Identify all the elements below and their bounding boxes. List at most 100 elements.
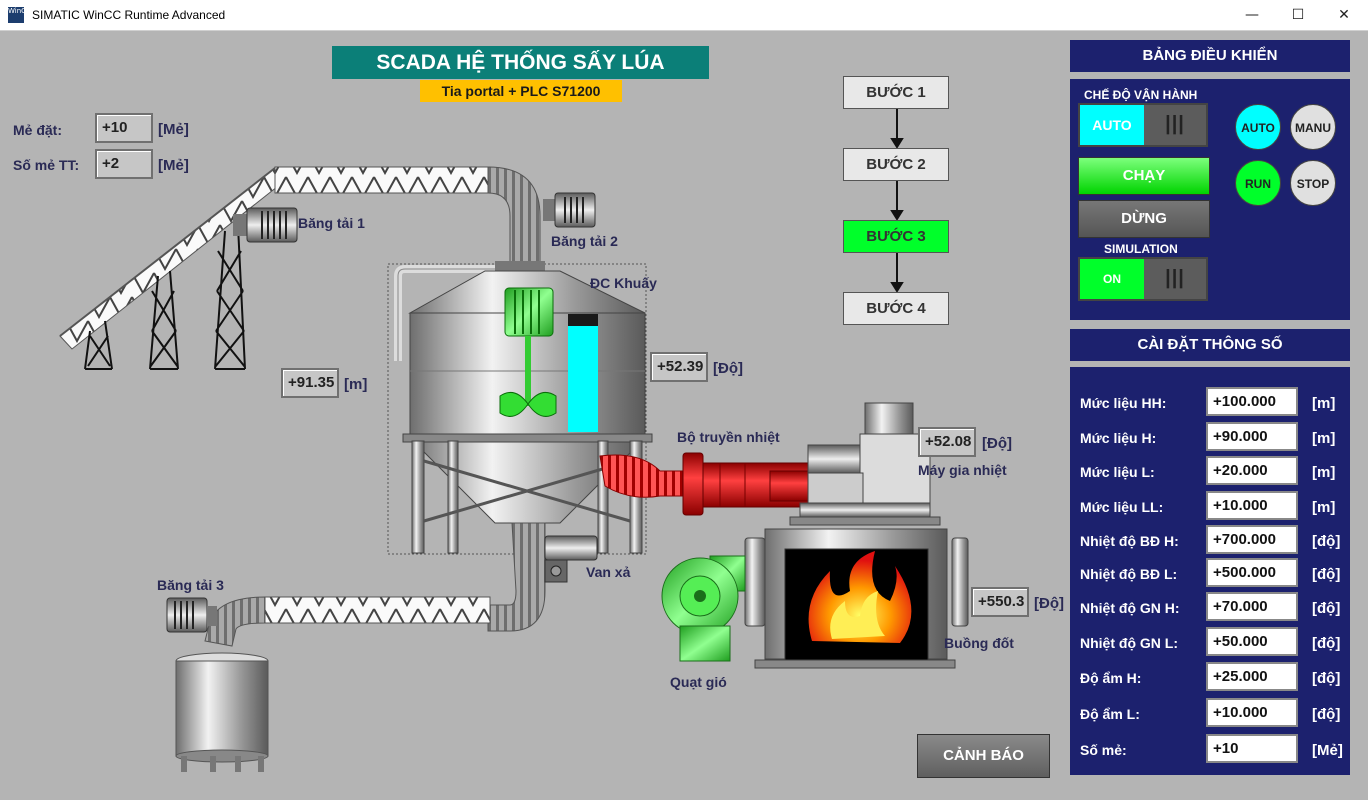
fan-graphic (661, 555, 746, 662)
step-2-box: BƯỚC 2 (843, 148, 949, 181)
auto-indicator: AUTO (1235, 104, 1281, 150)
stop-indicator: STOP (1290, 160, 1336, 206)
heater-temp-unit: [Độ] (982, 435, 1012, 452)
param-value-field[interactable]: +500.000 (1206, 558, 1298, 587)
step-arrows (890, 109, 904, 293)
batch-setpoint-label: Mẻ đặt: (13, 122, 62, 138)
motor-conveyor-3 (166, 597, 217, 633)
param-label: Nhiệt độ GN L: (1080, 635, 1178, 651)
storage-tank-graphic (175, 652, 269, 772)
stop-button[interactable]: DỪNG (1078, 200, 1210, 238)
close-button[interactable]: ✕ (1338, 7, 1350, 23)
control-panel: CHẾ ĐỘ VẬN HÀNH AUTO ||| CHẠY DỪNG SIMUL… (1070, 79, 1350, 320)
wincc-app-icon: WinCC (8, 7, 31, 23)
silo-temp-value: +52.39 (650, 352, 708, 382)
param-value-field[interactable]: +50.000 (1206, 627, 1298, 656)
param-label: Độ ẩm L: (1080, 706, 1140, 722)
hmi-screen: SCADA HỆ THỐNG SẤY LÚA Tia portal + PLC … (0, 31, 1368, 800)
maximize-button[interactable]: ☐ (1291, 7, 1305, 23)
param-unit: [m] (1312, 430, 1336, 447)
heat-exchanger-label: Bộ truyền nhiệt (677, 429, 780, 445)
batch-actual-field: +2 (95, 149, 153, 179)
param-label: Độ ẩm H: (1080, 670, 1142, 686)
simulation-label: SIMULATION (1104, 242, 1178, 256)
param-label: Mức liệu LL: (1080, 499, 1164, 515)
heater-label: Máy gia nhiệt (918, 462, 1007, 478)
param-label: Mức liệu L: (1080, 464, 1155, 480)
param-label: Nhiệt độ BĐ L: (1080, 566, 1178, 582)
silo-level-value: +91.35 (281, 368, 339, 398)
param-unit: [độ] (1312, 635, 1341, 652)
conveyor-1-graphic (59, 167, 288, 370)
silo-temp-unit: [Độ] (713, 360, 743, 377)
conveyor-1-label: Băng tải 1 (298, 215, 365, 231)
param-value-field[interactable]: +10.000 (1206, 698, 1298, 727)
discharge-valve-graphic (544, 535, 598, 583)
chamber-temp-value: +550.3 (971, 587, 1029, 617)
param-unit: [độ] (1312, 670, 1341, 687)
mode-label: CHẾ ĐỘ VẬN HÀNH (1084, 88, 1198, 102)
params-panel-title: CÀI ĐẶT THÔNG SỐ (1070, 329, 1350, 361)
motor-conveyor-2 (543, 192, 596, 228)
param-value-field[interactable]: +20.000 (1206, 456, 1298, 485)
step-4-box: BƯỚC 4 (843, 292, 949, 325)
batch-setpoint-unit: [Mẻ] (158, 121, 189, 138)
param-label: Nhiệt độ BĐ H: (1080, 533, 1179, 549)
fan-label: Quạt gió (670, 674, 727, 690)
chamber-temp-unit: [Độ] (1034, 595, 1064, 612)
param-unit: [m] (1312, 464, 1336, 481)
batch-actual-unit: [Mẻ] (158, 157, 189, 174)
run-button[interactable]: CHẠY (1078, 157, 1210, 195)
window-titlebar: WinCC SIMATIC WinCC Runtime Advanced — ☐… (0, 0, 1368, 31)
heater-temp-value: +52.08 (918, 427, 976, 457)
mixer-label: ĐC Khuấy (590, 275, 657, 291)
step-3-box: BƯỚC 3 (843, 220, 949, 253)
param-value-field[interactable]: +25.000 (1206, 662, 1298, 691)
process-diagram (59, 166, 969, 772)
param-label: Nhiệt độ GN H: (1080, 600, 1180, 616)
param-value-field[interactable]: +700.000 (1206, 525, 1298, 554)
mode-toggle-off: ||| (1144, 105, 1206, 145)
param-label: Mức liệu HH: (1080, 395, 1167, 411)
param-unit: [độ] (1312, 533, 1341, 550)
combustion-chamber-label: Buồng đốt (944, 635, 1014, 651)
mode-toggle-on: AUTO (1080, 105, 1144, 145)
motor-conveyor-1 (233, 207, 298, 243)
param-value-field[interactable]: +90.000 (1206, 422, 1298, 451)
silo-level-bar (568, 326, 598, 432)
param-value-field[interactable]: +100.000 (1206, 387, 1298, 416)
combustion-chamber-graphic (744, 528, 969, 669)
param-unit: [m] (1312, 395, 1336, 412)
param-value-field[interactable]: +10.000 (1206, 491, 1298, 520)
simulation-toggle-off: ||| (1144, 259, 1206, 299)
mode-toggle[interactable]: AUTO ||| (1078, 103, 1208, 147)
param-unit: [Mẻ] (1312, 742, 1343, 759)
simulation-toggle[interactable]: ON ||| (1078, 257, 1208, 301)
page-title: SCADA HỆ THỐNG SẤY LÚA (332, 46, 709, 79)
valve-label: Van xả (586, 564, 631, 580)
minimize-button[interactable]: — (1245, 7, 1259, 23)
page-subtitle: Tia portal + PLC S71200 (420, 80, 622, 102)
window-title: SIMATIC WinCC Runtime Advanced (32, 8, 226, 22)
conveyor-3-label: Băng tải 3 (157, 577, 224, 593)
params-panel: Mức liệu HH: +100.000 [m] Mức liệu H: +9… (1070, 367, 1350, 775)
control-panel-title: BẢNG ĐIỀU KHIỂN (1070, 40, 1350, 72)
silo-graphic (387, 261, 653, 555)
param-label: Mức liệu H: (1080, 430, 1157, 446)
param-unit: [độ] (1312, 706, 1341, 723)
param-unit: [m] (1312, 499, 1336, 516)
conveyor-2-label: Băng tải 2 (551, 233, 618, 249)
param-unit: [độ] (1312, 600, 1341, 617)
manu-indicator: MANU (1290, 104, 1336, 150)
run-indicator: RUN (1235, 160, 1281, 206)
heat-exchanger-graphic (682, 452, 811, 516)
silo-level-unit: [m] (344, 376, 368, 393)
param-value-field[interactable]: +70.000 (1206, 592, 1298, 621)
param-unit: [độ] (1312, 566, 1341, 583)
param-label: Số mẻ: (1080, 742, 1127, 758)
step-1-box: BƯỚC 1 (843, 76, 949, 109)
batch-setpoint-field[interactable]: +10 (95, 113, 153, 143)
simulation-toggle-on: ON (1080, 259, 1144, 299)
param-value-field[interactable]: +10 (1206, 734, 1298, 763)
alarm-button[interactable]: CẢNH BÁO (917, 734, 1050, 778)
